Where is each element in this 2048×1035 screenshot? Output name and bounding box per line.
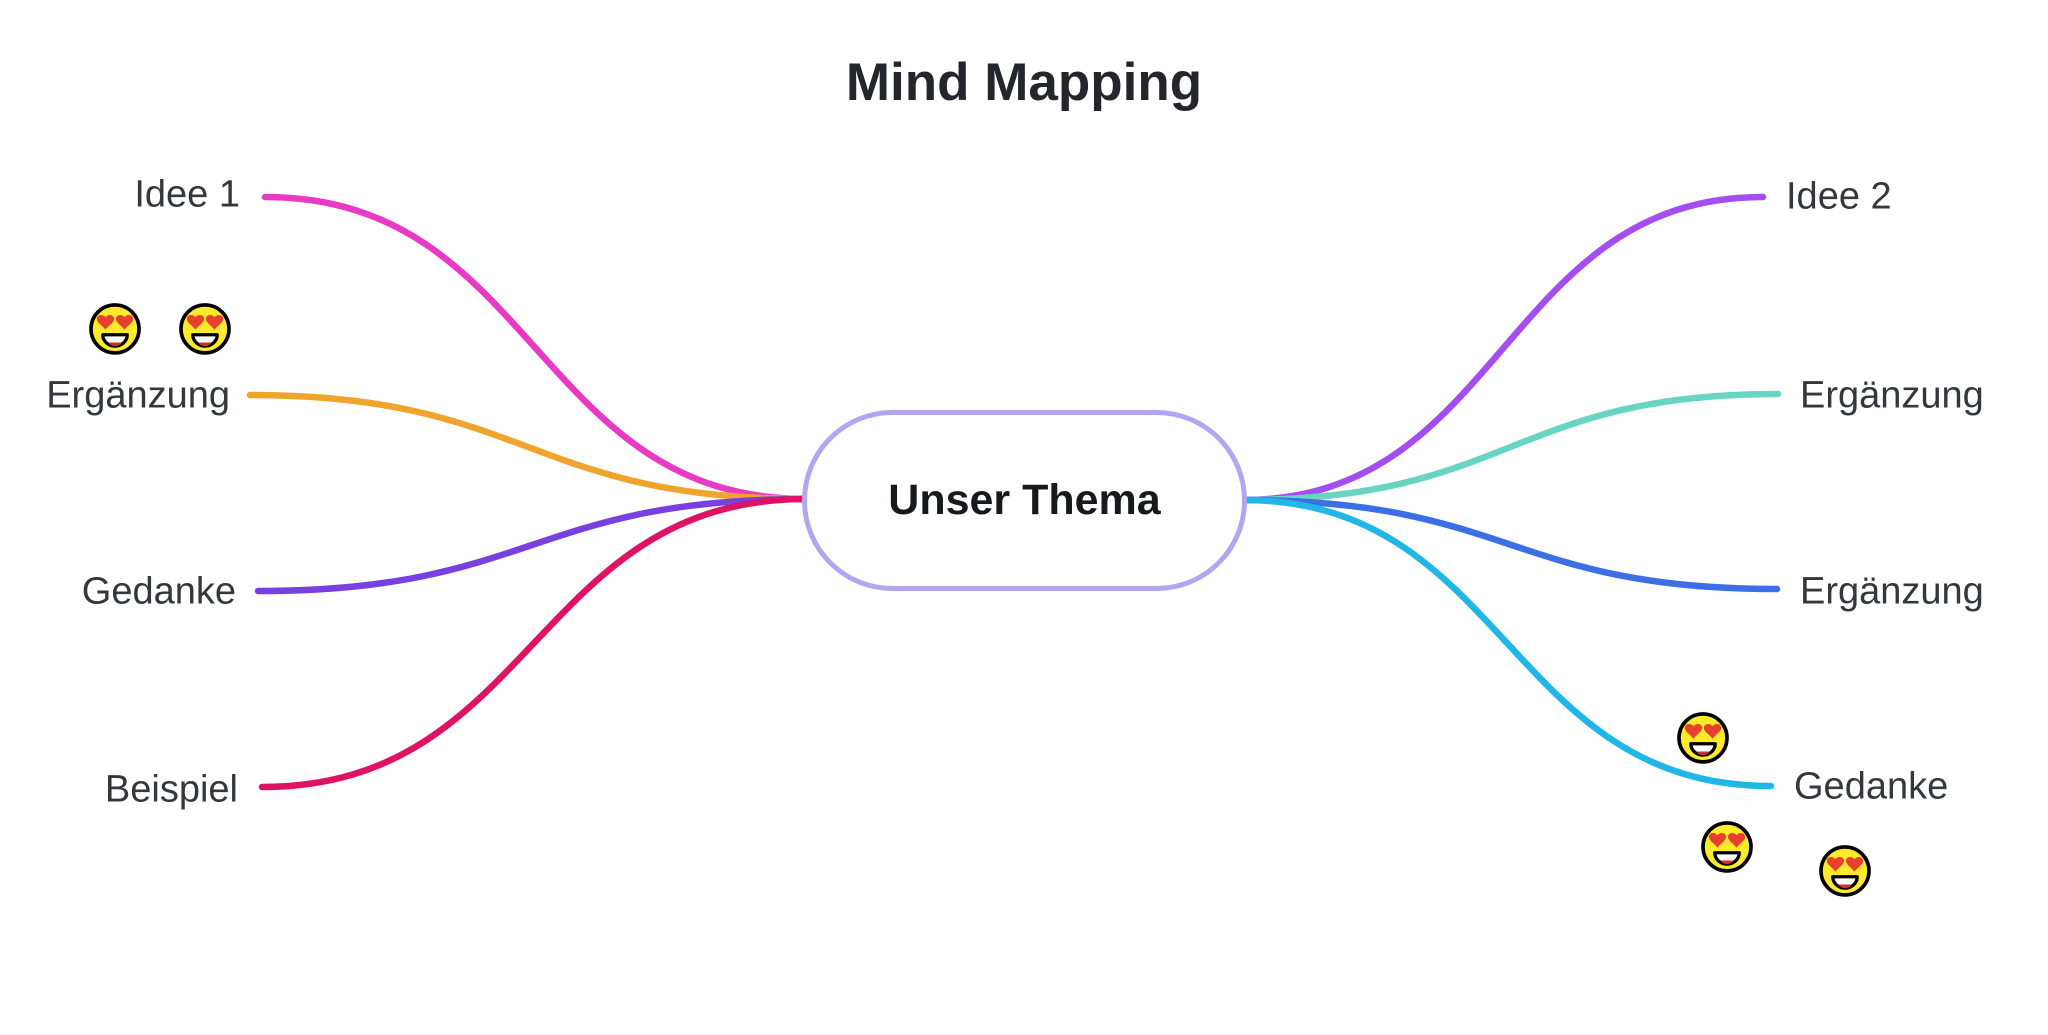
branch-curve-ergaenzung-right-top — [1239, 390, 1782, 504]
heart-eyes-emoji[interactable] — [1674, 708, 1732, 766]
diagram-title: Mind Mapping — [845, 53, 1203, 112]
branch-curve-gedanke-right — [1239, 496, 1775, 790]
branch-label-idee-1[interactable]: Idee 1 — [134, 173, 240, 216]
branch-curve-idee-2 — [1239, 193, 1767, 504]
branch-curve-gedanke-left — [254, 495, 810, 595]
branch-label-idee-2[interactable]: Idee 2 — [1786, 175, 1892, 218]
branch-label-ergaenzung-left[interactable]: Ergänzung — [46, 374, 230, 417]
root-node-label: Unser Thema — [888, 476, 1161, 524]
root-node[interactable]: Unser Thema — [802, 410, 1247, 591]
branch-label-ergaenzung-right-bottom[interactable]: Ergänzung — [1800, 570, 1984, 613]
branch-label-gedanke-left[interactable]: Gedanke — [81, 570, 236, 613]
heart-eyes-emoji[interactable] — [86, 299, 144, 357]
branch-curve-ergaenzung-right-bottom — [1239, 496, 1781, 593]
heart-eyes-emoji[interactable] — [176, 299, 234, 357]
branch-curve-beispiel — [258, 495, 810, 791]
heart-eyes-emoji[interactable] — [1698, 817, 1756, 875]
heart-eyes-emoji[interactable] — [1816, 841, 1874, 899]
branch-label-beispiel[interactable]: Beispiel — [104, 768, 238, 811]
branch-label-ergaenzung-right-top[interactable]: Ergänzung — [1800, 374, 1984, 417]
branch-label-gedanke-right[interactable]: Gedanke — [1794, 765, 1949, 808]
branch-curve-ergaenzung-left — [246, 391, 810, 503]
branch-curve-idee-1 — [261, 193, 810, 503]
